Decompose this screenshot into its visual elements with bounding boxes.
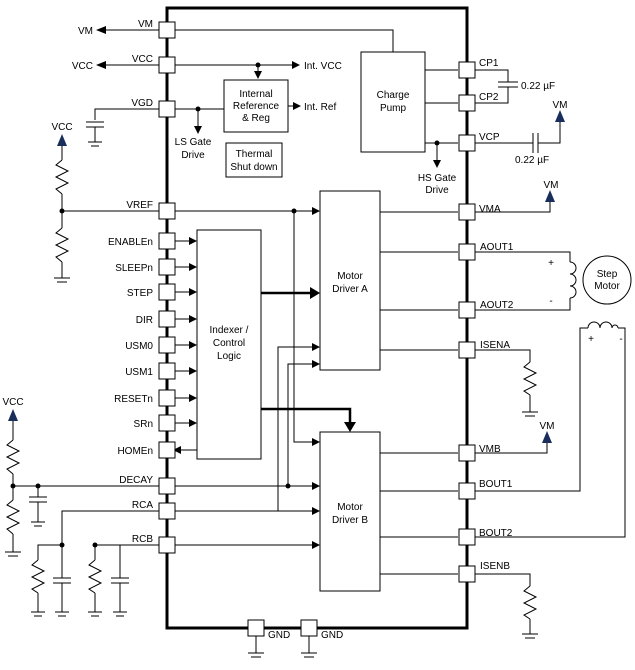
int-ref-line-1: Internal [239, 89, 272, 100]
motor-line-1: Step [597, 269, 618, 280]
coil-b-plus: + [588, 334, 594, 345]
motor-line-2: Motor [594, 281, 620, 292]
pin-label-homen: HOMEn [117, 446, 153, 457]
pin-label-usm1: USM1 [125, 367, 153, 378]
pin-label-vcc: VCC [132, 54, 153, 65]
driver-a-line-1: Motor [337, 271, 363, 282]
coil-a-minus: - [549, 296, 552, 307]
motor-driver-a-block: Motor Driver A [319, 190, 381, 371]
motor-driver-b-block: Motor Driver B [319, 431, 381, 592]
gnd-pin-labels: GND GND [268, 630, 343, 641]
charge-pump-line-2: Pump [380, 103, 407, 114]
int-ref-line-2: Reference [233, 101, 280, 112]
pin-label-rca: RCA [132, 500, 153, 511]
pin-label-usm0: USM0 [125, 341, 153, 352]
junction-dots [10, 62, 440, 548]
pin-label-srn: SRn [134, 419, 153, 430]
coil-a [569, 261, 577, 300]
hs-gate-line-2: Drive [425, 185, 449, 196]
pin-label-vcp: VCP [479, 132, 500, 143]
driver-b-line-1: Motor [337, 502, 363, 513]
pin-label-vm: VM [138, 19, 153, 30]
gnd-pin-squares [247, 619, 318, 637]
right-pin-labels: CP1 CP2 VCP VMA AOUT1 AOUT2 ISENA VMB BO… [479, 58, 514, 572]
pin-label-vmb: VMB [479, 444, 501, 455]
thermal-line-2: Shut down [230, 162, 277, 173]
cap-vcp-label: 0.22 µF [515, 155, 549, 166]
pin-label-dir: DIR [136, 315, 153, 326]
pin-label-step: STEP [127, 288, 153, 299]
left-pin-labels: VM VCC VGD VREF ENABLEn SLEEPn STEP DIR … [108, 19, 153, 545]
ext-vcc-top: VCC [72, 61, 93, 72]
pin-label-gnd-1: GND [268, 630, 290, 641]
ext-vcc-left: VCC [51, 122, 72, 133]
left-input-arrows [173, 237, 197, 454]
ext-vm-vmb: VM [540, 421, 555, 432]
pin-label-vref: VREF [126, 200, 153, 211]
pin-label-sleepn: SLEEPn [115, 263, 153, 274]
pin-label-isenb: ISENB [480, 561, 510, 572]
pin-label-resetn: RESETn [114, 394, 153, 405]
pin-label-isena: ISENA [480, 340, 510, 351]
coil-b-minus: - [619, 334, 622, 345]
pin-label-cp1: CP1 [479, 58, 499, 69]
coil-a-plus: + [548, 258, 554, 269]
int-vcc-label: Int. VCC [304, 61, 342, 72]
int-ref-label: Int. Ref [304, 102, 336, 113]
ext-vcc-bottom: VCC [2, 397, 23, 408]
driver-a-line-2: Driver A [332, 284, 368, 295]
step-motor: Step Motor [582, 255, 632, 305]
pin-label-bout1: BOUT1 [479, 479, 513, 490]
driver-b-line-2: Driver B [332, 515, 368, 526]
ext-vm-vcp: VM [553, 100, 568, 111]
charge-pump-line-1: Charge [377, 90, 410, 101]
indexer-line-3: Logic [217, 351, 241, 362]
ls-gate-line-2: Drive [181, 150, 205, 161]
indexer-line-1: Indexer / [210, 325, 249, 336]
wires [5, 26, 626, 658]
ext-vm-vma: VM [544, 180, 559, 191]
pin-label-cp2: CP2 [479, 92, 499, 103]
pin-label-aout1: AOUT1 [480, 242, 514, 253]
indexer-block: Indexer / Control Logic [196, 229, 262, 460]
pin-label-enablen: ENABLEn [108, 237, 153, 248]
right-pin-squares [458, 61, 476, 583]
pin-label-decay: DECAY [119, 475, 153, 486]
thermal-line-1: Thermal [236, 149, 273, 160]
pin-label-rcb: RCB [132, 534, 153, 545]
int-ref-line-3: & Reg [242, 113, 270, 124]
pin-label-bout2: BOUT2 [479, 528, 513, 539]
cap-cp-label: 0.22 µF [521, 81, 555, 92]
left-pin-squares [158, 21, 176, 554]
indexer-line-2: Control [213, 338, 245, 349]
internal-reference-block: Internal Reference & Reg [223, 79, 289, 133]
pin-label-gnd-2: GND [321, 630, 343, 641]
pin-label-vma: VMA [479, 204, 501, 215]
ls-gate-line-1: LS Gate [175, 137, 212, 148]
charge-pump-block: Charge Pump [360, 51, 426, 153]
ext-vm-top: VM [78, 26, 93, 37]
hs-gate-line-1: HS Gate [418, 173, 457, 184]
misc-labels: Int. VCC Int. Ref LS Gate Drive HS Gate … [2, 26, 622, 432]
pin-label-vgd: VGD [131, 98, 153, 109]
pin-label-aout2: AOUT2 [480, 300, 514, 311]
thermal-shutdown-block: Thermal Shut down [225, 142, 283, 178]
